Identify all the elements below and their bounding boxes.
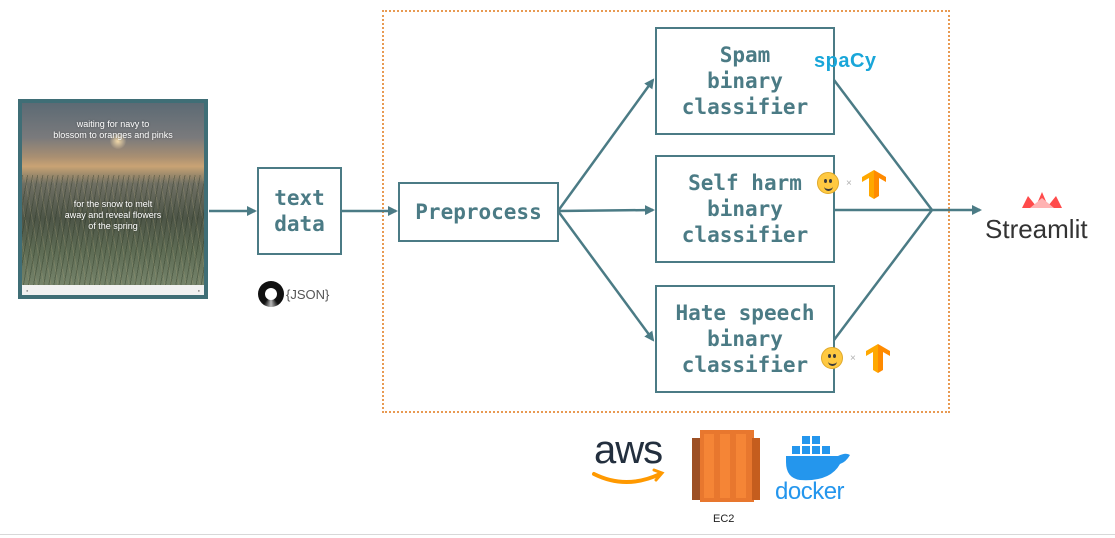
text-data-label: text data [274, 186, 325, 236]
arrow-preprocess-to-spam [556, 78, 655, 212]
huggingface-icon [821, 347, 843, 369]
selfharm-classifier-label: Self harm binary classifier [681, 171, 809, 247]
aws-smile-icon [592, 468, 665, 484]
hatespeech-classifier-label: Hate speech binary classifier [675, 301, 815, 377]
aws-logo-text: aws [594, 428, 663, 472]
streamlit-logo-text: Streamlit [985, 214, 1088, 244]
json-logo-text: {JSON} [286, 286, 330, 302]
ec2-label: EC2 [713, 513, 735, 525]
preprocess-label: Preprocess [415, 200, 542, 224]
connector-spam-to-merge [833, 79, 933, 211]
json-logo: {JSON} [258, 281, 329, 307]
sunset-glow [110, 133, 126, 149]
spacy-logo: spaCy [814, 50, 877, 72]
tensorflow-icon [866, 344, 890, 373]
docker-whale-icon [786, 436, 850, 481]
poem-line-top: waiting for navy to blossom to oranges a… [53, 119, 173, 140]
spam-classifier-label: Spam binary classifier [681, 43, 809, 119]
hatespeech-classifier-box: Hate speech binary classifier [655, 285, 835, 393]
tensorflow-icon [862, 170, 886, 199]
times-icon: × [846, 178, 852, 189]
input-image-card: waiting for navy to blossom to oranges a… [18, 99, 208, 299]
arrow-preprocess-to-hate [556, 210, 655, 342]
poem-line-bottom: for the snow to melt away and reveal flo… [64, 199, 162, 231]
connector-hate-to-merge [833, 209, 933, 341]
image-footer: ●● [22, 285, 204, 295]
arrow-preprocess-to-selfharm [557, 205, 655, 216]
streamlit-icon [1022, 192, 1062, 208]
spam-classifier-box: Spam binary classifier [655, 27, 835, 135]
docker-logo-text: docker [775, 478, 845, 505]
json-ring-icon [258, 281, 284, 307]
preprocess-box: Preprocess [398, 182, 559, 242]
ec2-icon [692, 430, 760, 502]
grass-field [22, 175, 204, 285]
selfharm-classifier-box: Self harm binary classifier [655, 155, 835, 263]
times-icon: × [850, 353, 856, 364]
text-data-box: text data [257, 167, 342, 255]
bottom-divider [0, 534, 1115, 535]
huggingface-icon [817, 172, 839, 194]
